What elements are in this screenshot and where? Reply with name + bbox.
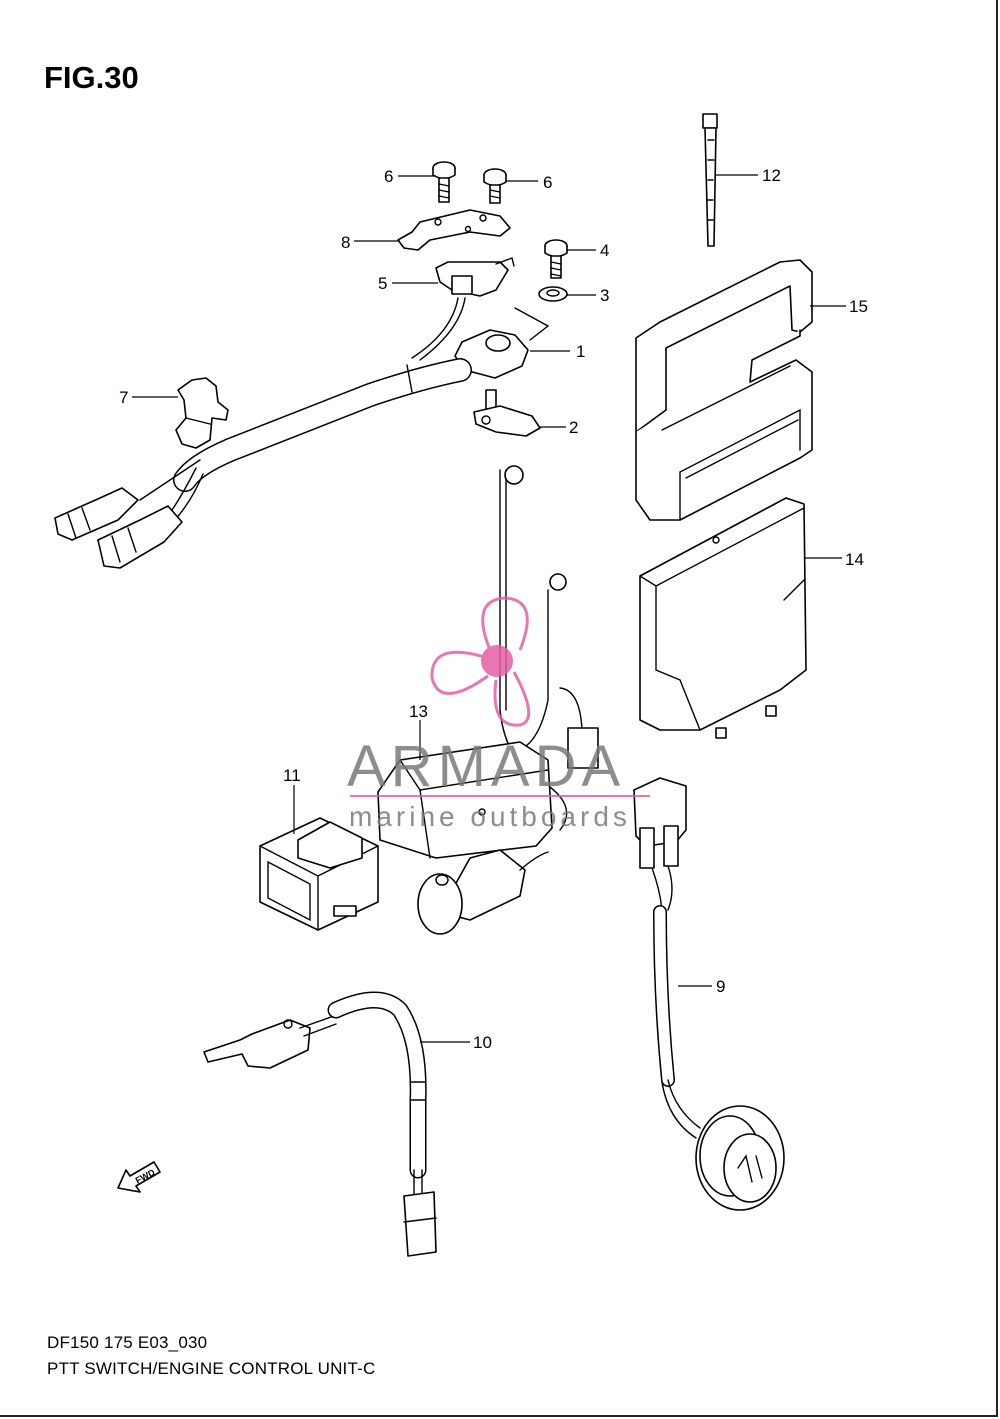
part-14-engine-control-unit <box>639 497 807 739</box>
callout-13: 11 <box>283 766 301 785</box>
part-15-cover <box>635 259 813 521</box>
callout-5: 5 <box>378 274 387 293</box>
part-3-washer <box>538 286 568 302</box>
callout-leader-lines <box>132 174 846 1043</box>
callout-11: 12 <box>762 166 781 185</box>
callout-labels: 6 6 8 4 3 5 1 7 2 12 15 14 13 11 9 10 <box>119 166 868 1052</box>
callout-6-left: 6 <box>384 167 393 186</box>
diagram-caption: PTT SWITCH/ENGINE CONTROL UNIT-C <box>47 1359 376 1378</box>
callout-15: 15 <box>849 297 868 316</box>
callout-12: 13 <box>409 702 428 721</box>
callout-4: 4 <box>600 241 609 260</box>
watermark-tagline: marine outboards <box>349 801 631 832</box>
callout-9: 9 <box>716 977 725 996</box>
part-6-screw-left <box>432 161 456 203</box>
part-7-clamp <box>175 377 229 449</box>
part-13-relay-box <box>259 817 379 931</box>
part-11-cable-tie <box>702 113 718 247</box>
watermark: ARMADA marine outboards <box>347 596 650 832</box>
callout-7: 7 <box>119 388 128 407</box>
callout-10: 10 <box>473 1033 492 1052</box>
figure-title: FIG.30 <box>44 60 139 95</box>
main-wire-harness <box>54 297 472 569</box>
propeller-logo-icon <box>430 596 531 727</box>
callout-3: 3 <box>600 286 609 305</box>
part-12-relay <box>377 465 599 935</box>
part-10-trim-switch <box>203 991 437 1257</box>
callout-14: 14 <box>845 550 864 569</box>
part-2-arm <box>473 389 541 437</box>
callout-8: 8 <box>341 233 350 252</box>
part-6-screw-right <box>483 168 507 204</box>
part-8-bracket <box>397 209 511 251</box>
diagram-code: DF150 175 E03_030 <box>47 1333 208 1352</box>
callout-6-right: 6 <box>543 173 552 192</box>
part-4-screw <box>544 239 568 279</box>
part-9-harness <box>633 777 785 1211</box>
part-5-switch <box>435 257 515 297</box>
callout-1: 1 <box>576 342 585 361</box>
watermark-brand: ARMADA <box>347 734 625 799</box>
callout-2: 2 <box>569 418 578 437</box>
fwd-arrow-icon: FWD <box>117 1161 161 1193</box>
